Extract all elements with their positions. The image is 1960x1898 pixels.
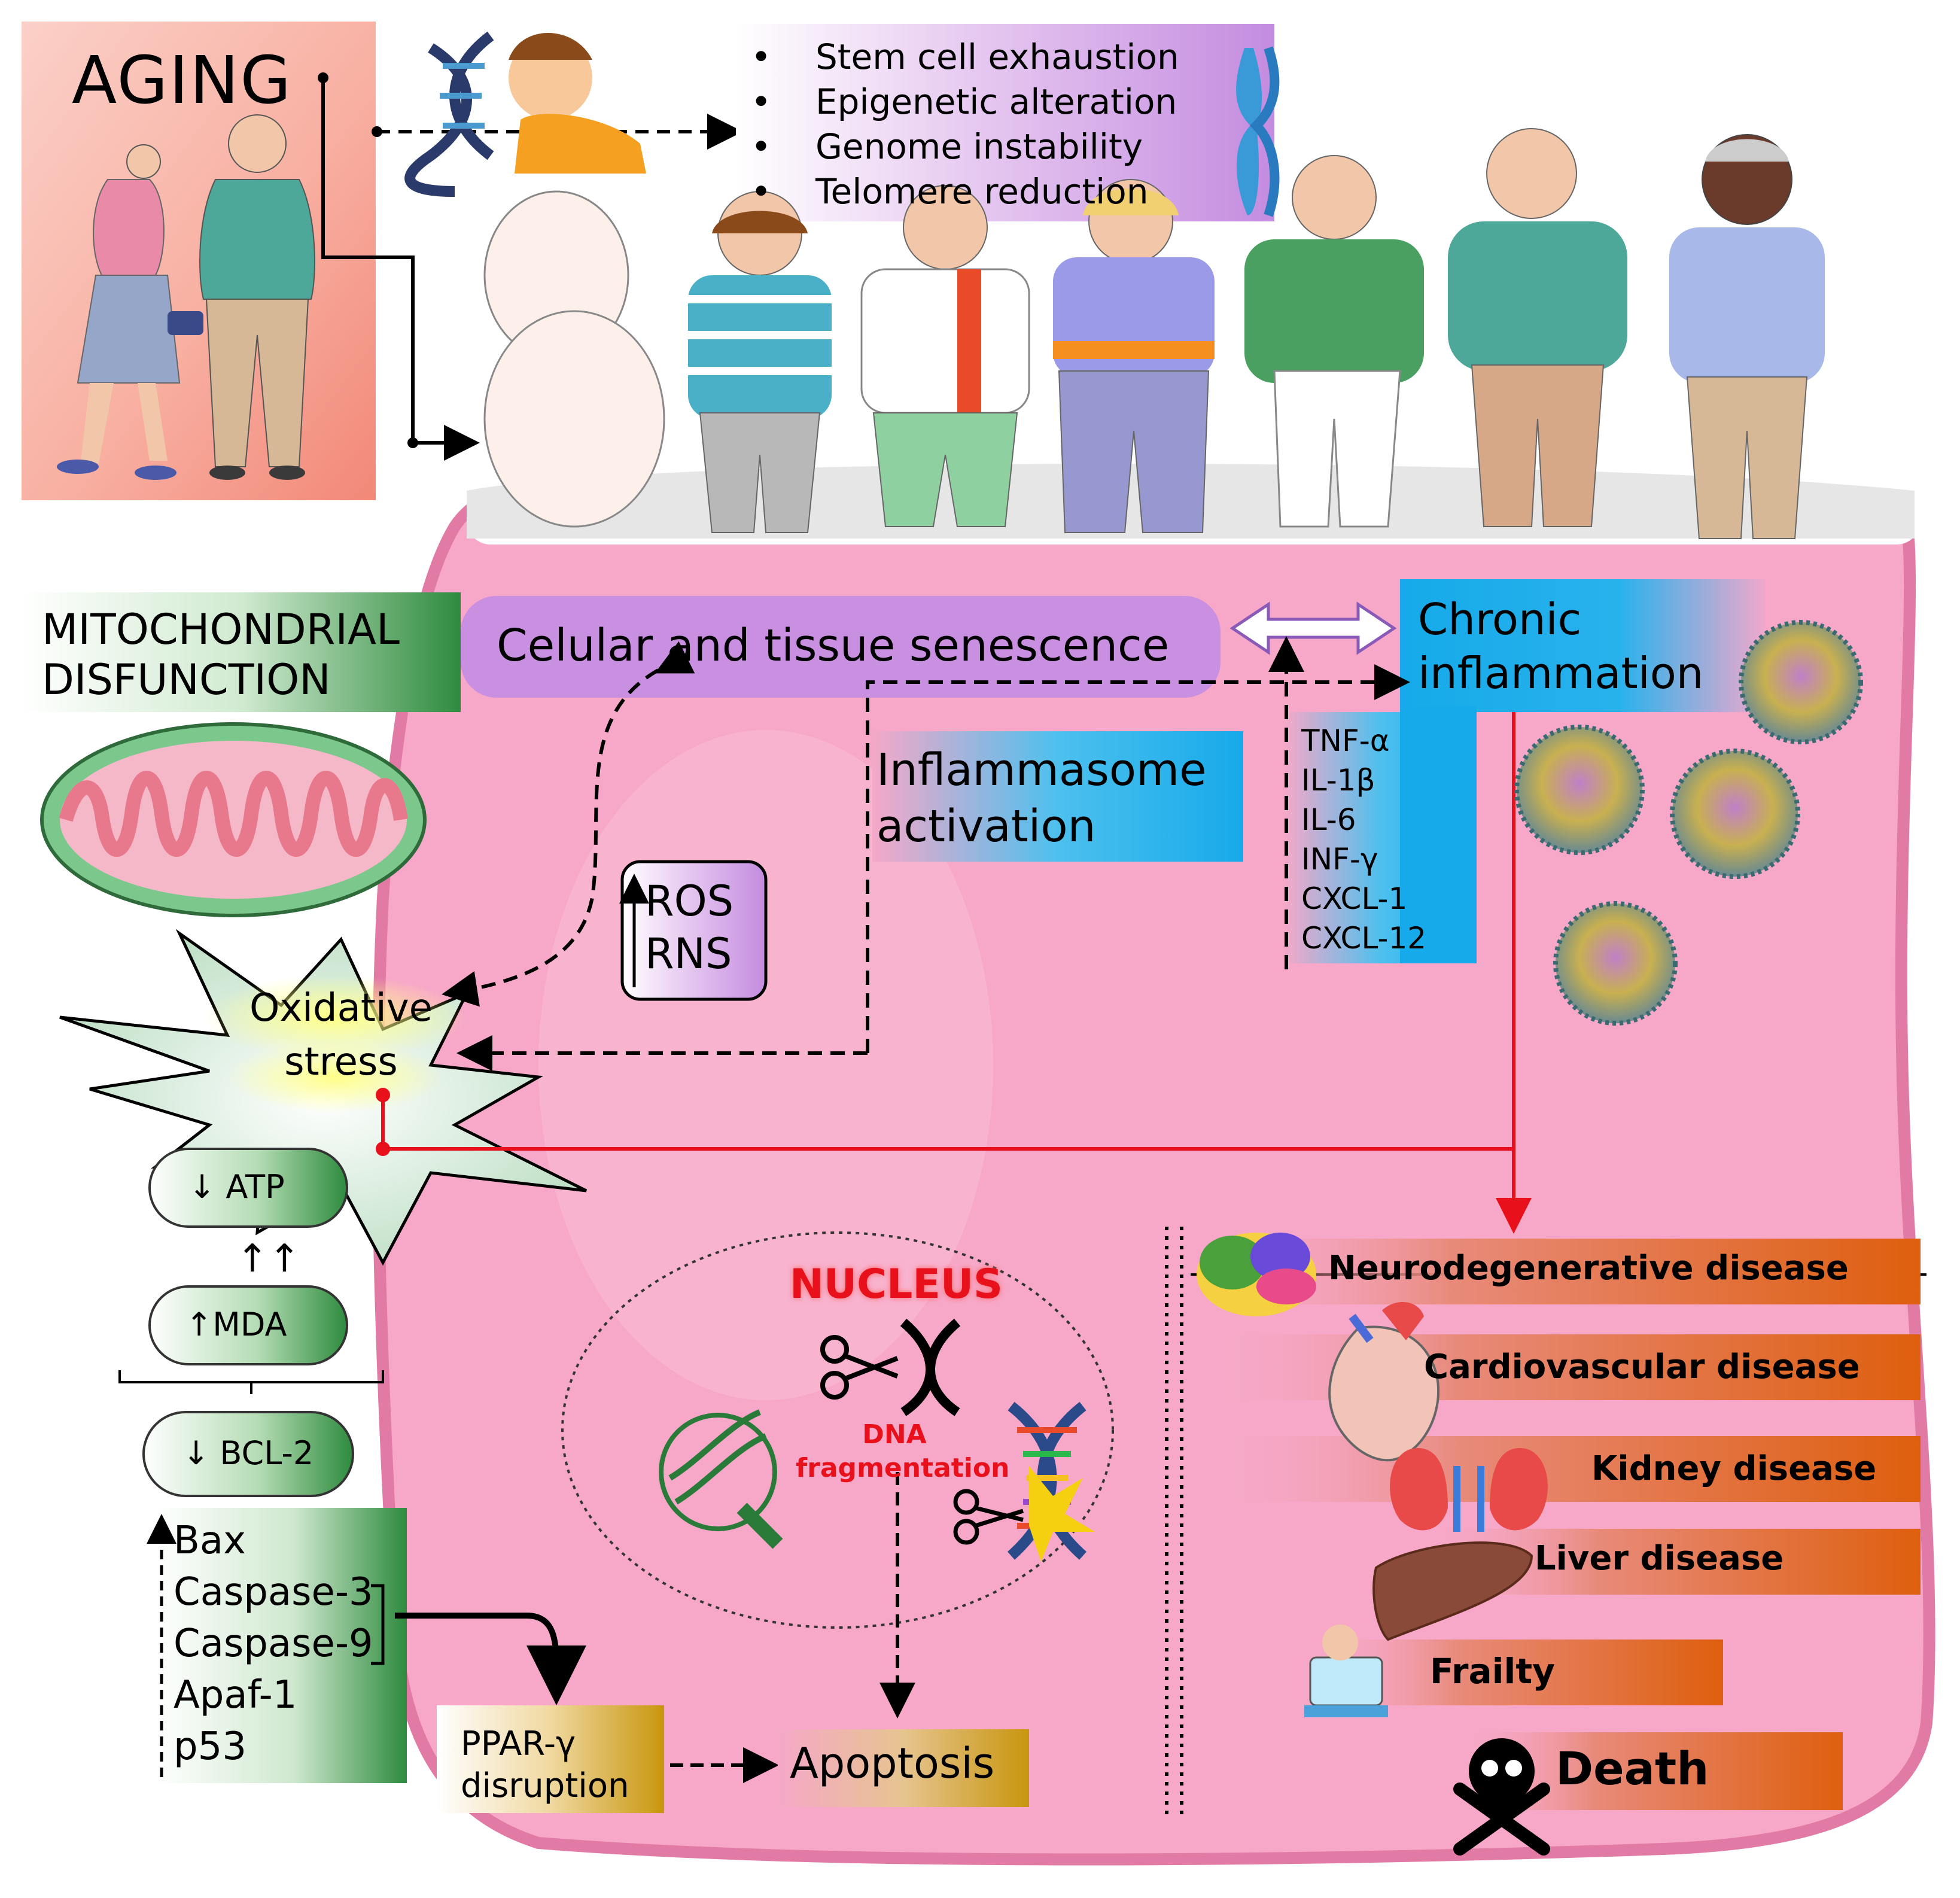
cytokine-item: INF-γ [1301, 842, 1378, 877]
disease-bar-cardio [1209, 1334, 1921, 1400]
bcl2-pill [142, 1411, 354, 1497]
cytokines-list: TNF-α IL-1β IL-6 INF-γ CXCL-1 CXCL-12 [1301, 721, 1426, 958]
ppar-label: PPAR-γ disruption [461, 1723, 629, 1807]
disease-kidney-label: Kidney disease [1591, 1449, 1877, 1488]
ppar-box [437, 1705, 664, 1813]
oxidative-line1: Oxidative [249, 986, 433, 1030]
ros-rns-label: ROS RNS [645, 875, 734, 980]
inflammasome-line1: Inflammasome [876, 744, 1207, 796]
apoptotic-markers-panel [156, 1508, 407, 1783]
apoptotic-marker: Caspase-3 [174, 1570, 373, 1614]
apoptotic-marker: Bax [174, 1519, 246, 1563]
cytokine-item: CXCL-12 [1301, 921, 1427, 956]
ros-line1: ROS [645, 877, 734, 926]
dna-repair-icon [659, 1409, 783, 1549]
marker-up-arrows: ↑↑ [236, 1237, 301, 1281]
ros-line2: RNS [645, 929, 732, 978]
ppar-line2: disruption [461, 1766, 629, 1805]
atp-label: ↓ ATP [188, 1168, 285, 1206]
dna-cut-icon [820, 1318, 961, 1416]
disease-frailty-label: Frailty [1430, 1651, 1555, 1692]
mito-title: MITOCHONDRIAL DISFUNCTION [42, 604, 400, 705]
immune-cell-illustrations [1514, 620, 1863, 1026]
hallmark-item: • Telomere reduction [751, 171, 1149, 212]
dna-line1: DNA [862, 1419, 927, 1450]
apoptosis-label: Apoptosis [790, 1739, 995, 1788]
mito-title-line1: MITOCHONDRIAL [42, 605, 400, 654]
apoptotic-marker: Caspase-9 [174, 1622, 373, 1666]
dna-line2: fragmentation [796, 1453, 1010, 1483]
people-lifespan-illustrations [483, 128, 1825, 539]
disease-cardio-label: Cardiovascular disease [1424, 1348, 1860, 1386]
ppar-line1: PPAR-γ [461, 1724, 576, 1763]
inflammasome-box [872, 731, 1243, 862]
cytokine-item: IL-6 [1301, 802, 1356, 837]
cytokine-item: CXCL-1 [1301, 881, 1408, 916]
aging-title: AGING [72, 42, 293, 118]
sick-person-bed-icon [1304, 1625, 1388, 1717]
disease-bar-frailty [1316, 1640, 1723, 1705]
elderly-woman-illustration [57, 144, 203, 480]
disease-bar-neuro [1203, 1239, 1921, 1304]
disease-bar-kidney [1215, 1436, 1921, 1502]
mito-title-box [22, 592, 461, 712]
aging-panel [22, 22, 376, 500]
apoptotic-marker: Apaf-1 [174, 1673, 297, 1717]
mda-label: ↑MDA [185, 1306, 287, 1343]
hallmark-item: • Epigenetic alteration [751, 81, 1177, 122]
kidney-icon [1390, 1448, 1548, 1532]
atp-pill [148, 1148, 348, 1228]
hallmark-item: • Genome instability [751, 126, 1143, 167]
inflammasome-line2: activation [876, 801, 1096, 852]
dna-damage-icon [953, 1401, 1095, 1562]
elderly-man-illustration [199, 114, 315, 480]
hallmarks-list: • Stem cell exhaustion • Epigenetic alte… [751, 35, 1179, 214]
chronic-inflammation-label: Chronic inflammation [1418, 592, 1703, 700]
disease-death-label: Death [1556, 1742, 1709, 1795]
apoptosis-box [778, 1729, 1029, 1807]
dna-fragmentation-label: DNA fragmentation [796, 1418, 1010, 1485]
mitochondrion-illustration [40, 722, 427, 917]
chronic-line2: inflammation [1418, 648, 1704, 698]
apoptotic-markers-list: Bax Caspase-3 Caspase-9 Apaf-1 p53 [174, 1515, 373, 1772]
chromosome-icon [1236, 46, 1280, 217]
nucleus-title: NUCLEUS [790, 1261, 1003, 1308]
chronic-inflammation-box [1400, 579, 1765, 712]
brain-icon [1197, 1233, 1316, 1316]
hallmarks-box [736, 24, 1274, 221]
apoptotic-marker: p53 [174, 1724, 247, 1769]
senescence-label: Celular and tissue senescence [497, 620, 1170, 671]
dna-scientist-illustration [404, 31, 646, 197]
mda-pill [148, 1285, 348, 1365]
heart-icon [1328, 1302, 1440, 1462]
disease-liver-label: Liver disease [1535, 1539, 1784, 1578]
oxidative-line2: stress [284, 1040, 398, 1084]
nucleus-outline [561, 1231, 1114, 1629]
cytokine-item: TNF-α [1301, 723, 1390, 758]
ros-rns-box [620, 860, 768, 1001]
oxidative-stress-label: Oxidative stress [245, 981, 437, 1089]
senescence-box [461, 596, 1221, 698]
mito-title-line2: DISFUNCTION [42, 655, 331, 704]
liver-icon [1372, 1541, 1533, 1641]
bcl2-label: ↓ BCL-2 [182, 1434, 314, 1472]
cytokine-item: IL-1β [1301, 763, 1375, 798]
chronic-line1: Chronic [1418, 594, 1582, 644]
inflammasome-label: Inflammasome activation [876, 742, 1207, 854]
disease-neuro-label: Neurodegenerative disease [1328, 1249, 1849, 1288]
hallmark-item: • Stem cell exhaustion [751, 36, 1179, 77]
skull-crossbones-icon [1453, 1738, 1550, 1856]
